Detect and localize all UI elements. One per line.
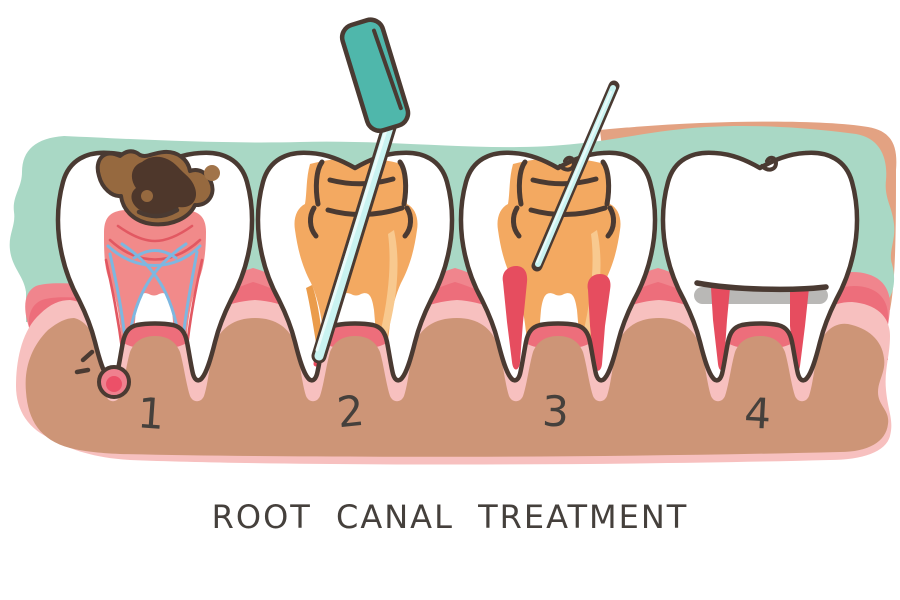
stage-number-3: 3	[541, 387, 569, 437]
caption-title: ROOT CANAL TREATMENT	[212, 498, 689, 536]
tooth-3-canal-filling-left	[502, 266, 528, 370]
caries-inner-dot	[141, 190, 153, 202]
abscess-emphasis-marks	[74, 349, 95, 375]
file-shaft	[314, 119, 395, 361]
needle-highlight	[536, 91, 612, 263]
gutta-percha-needle-tool	[531, 80, 620, 272]
tooth-4-canal-filling-left	[711, 288, 730, 370]
tooth-3-canal-filling-right	[587, 274, 611, 371]
stage-number-1: 1	[136, 388, 166, 439]
tooth-2-filling-seams	[308, 159, 413, 239]
stage-number-4: 4	[743, 388, 772, 438]
gum-tan-layer	[25, 318, 889, 457]
tooth-4-cusp-curl	[760, 155, 778, 172]
caries-side-dot	[204, 165, 220, 181]
file-handle	[339, 17, 411, 133]
tooth-stage-4-restored	[663, 153, 857, 381]
file-handle-groove	[371, 28, 403, 111]
caries-smile-line	[136, 207, 180, 219]
tooth-stage-1-infected	[58, 149, 252, 399]
stage-number-2: 2	[335, 386, 367, 438]
root-canal-file-tool	[311, 17, 411, 364]
crown-margin-line	[694, 280, 829, 293]
tooth-3-filling-seams	[511, 159, 616, 239]
tooth-3-cusp-curl	[558, 155, 576, 172]
file-handle-group	[339, 17, 411, 133]
tooth-2-filling-highlight	[379, 230, 398, 343]
abscess-inner	[106, 376, 122, 392]
file-shaft-highlight	[315, 128, 388, 352]
tooth-stage-3-filling	[461, 153, 655, 381]
